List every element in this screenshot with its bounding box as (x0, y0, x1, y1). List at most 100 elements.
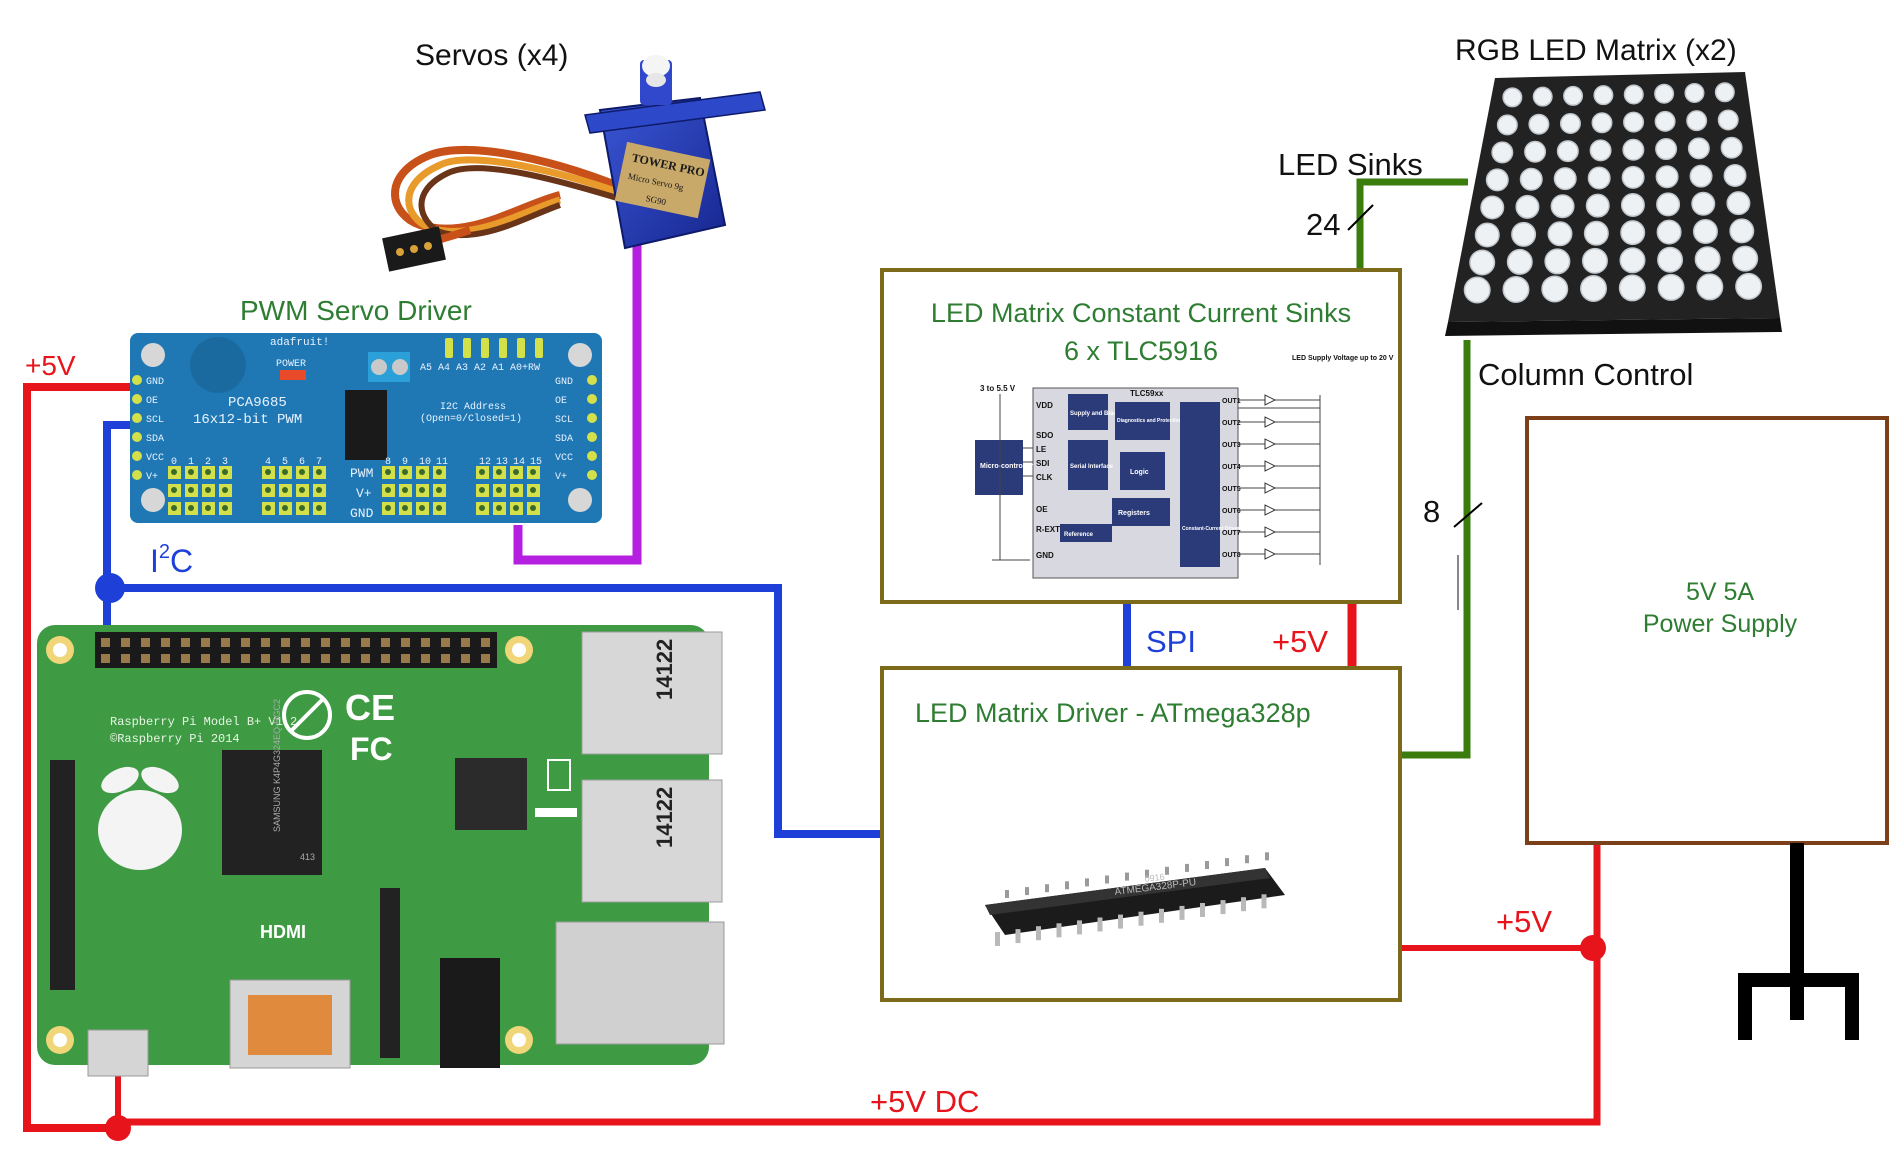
tlc-diag-label: Diagnostics and Protection (1117, 418, 1182, 424)
atmega-pin (1179, 905, 1185, 920)
led-dot (1654, 110, 1676, 132)
gpio-pin (241, 638, 250, 647)
tlc-out-label: OUT5 (1222, 486, 1241, 493)
atmega-pin (1056, 923, 1062, 938)
led-dot (1547, 221, 1573, 247)
led-dot (1729, 218, 1755, 244)
tlc-reference-label: Reference (1064, 532, 1094, 538)
led-dot (1691, 191, 1716, 216)
pwm-side-pin (587, 413, 597, 423)
column-count-label: 8 (1423, 494, 1440, 529)
tlc-supply (1068, 394, 1108, 430)
gpio-pin (201, 654, 210, 663)
gpio-pin (441, 654, 450, 663)
gpio-pin (101, 654, 110, 663)
servo-label-plate (614, 141, 711, 219)
gpio-pin (141, 654, 150, 663)
tlc-vdd: VDD (1036, 401, 1053, 410)
gpio-pin (481, 654, 490, 663)
pwm-channel-label: 4 (265, 457, 271, 468)
atmega-pin (1025, 887, 1029, 896)
addr-pad (517, 338, 525, 358)
led-dot (1622, 138, 1645, 161)
wire-led-sinks (1356, 178, 1468, 270)
pwm-side-pin (587, 375, 597, 385)
gpio-pin (261, 654, 270, 663)
usb-port-bottom (581, 779, 723, 903)
led-dot (1723, 163, 1747, 187)
atmega-pin (1245, 855, 1249, 864)
led-dot (1524, 140, 1547, 163)
tlc-out-label: OUT3 (1222, 442, 1241, 449)
led-diode-icon (1264, 460, 1277, 472)
pwm-channel-label: 3 (222, 457, 228, 468)
tlc-out-label: OUT1 (1222, 398, 1241, 405)
led-dot (1502, 275, 1530, 303)
tlc-oe: OE (1036, 505, 1048, 514)
atmega-pin (1185, 863, 1189, 872)
i2c-label: I2C (150, 541, 193, 579)
gpio-pin (421, 654, 430, 663)
rpi-fc: FC (350, 731, 393, 767)
gpio-pin (261, 638, 270, 647)
pwm-addr2: (Open=0/Closed=1) (420, 413, 522, 425)
led-dot (1583, 220, 1609, 246)
gpio-pin (341, 654, 350, 663)
pwm-channel-label: 1 (188, 457, 194, 468)
gpio-pin (361, 654, 370, 663)
sinks-box-title: LED Matrix Constant Current Sinks (931, 298, 1351, 328)
tlc-vin: 3 to 5.5 V (980, 384, 1016, 393)
pwm-pin-label: VCC (555, 453, 573, 464)
pwm-channel-label: 7 (316, 457, 322, 468)
ground-symbol (1738, 843, 1859, 1040)
led-diode-icon (1264, 482, 1277, 494)
pwm-addr: I2C Address (440, 401, 506, 413)
pwm-addr-bits: A5 A4 A3 A2 A1 A0+RW (420, 363, 540, 374)
led-dot (1717, 109, 1739, 131)
addr-pad (481, 338, 489, 358)
led-dot (1591, 112, 1613, 134)
camera-connector (380, 888, 400, 1058)
led-dot (1623, 84, 1644, 105)
tlc-out-label: OUT6 (1222, 508, 1241, 515)
atmega-pin (1065, 881, 1069, 890)
led-dot (1684, 82, 1705, 103)
sinks-count-label: 24 (1306, 207, 1340, 242)
led-dot (1696, 273, 1724, 301)
led-diode-icon (1264, 416, 1277, 428)
gpio-pin (181, 654, 190, 663)
tlc-sdo: SDO (1036, 431, 1053, 440)
pwm-channel-label: 6 (299, 457, 305, 468)
junction-i2c (95, 573, 125, 603)
led-diode-icon (1264, 394, 1277, 406)
led-dot (1618, 274, 1646, 302)
pwm-side-pin (132, 451, 142, 461)
led-dot (1656, 192, 1681, 217)
pwm-channel-label: 5 (282, 457, 288, 468)
gpio-pin (121, 654, 130, 663)
tlc-le: LE (1036, 445, 1047, 454)
led-diode-icon (1264, 438, 1277, 450)
tlc-gnd: GND (1036, 551, 1054, 560)
pwm-channel-label: 9 (402, 457, 408, 468)
led-dot (1502, 87, 1523, 108)
led-dot (1528, 113, 1550, 135)
tlc-out-label: OUT8 (1222, 552, 1241, 559)
plus5v-right-label: +5V (1496, 904, 1552, 939)
led-dot (1593, 85, 1614, 106)
pwm-pin-label: SDA (555, 434, 573, 445)
tlc-logic (1120, 452, 1165, 490)
power-supply-line1: 5V 5A (1686, 578, 1754, 606)
plus5v-left-label: +5V (25, 350, 76, 381)
led-dot (1692, 218, 1718, 244)
gpio-pin (461, 654, 470, 663)
pb-free-icon (282, 690, 332, 740)
driver-box (880, 666, 1402, 1002)
pwm-servo-board: adafruit! POWER PCA9685 16x12-bit PWM I2… (130, 333, 602, 523)
led-dot (1511, 221, 1537, 247)
junction-rpi-5v (105, 1115, 131, 1141)
gpio-pin (381, 654, 390, 663)
atmega-pin (995, 932, 1000, 946)
pwm-driver-label: PWM Servo Driver (240, 295, 472, 326)
